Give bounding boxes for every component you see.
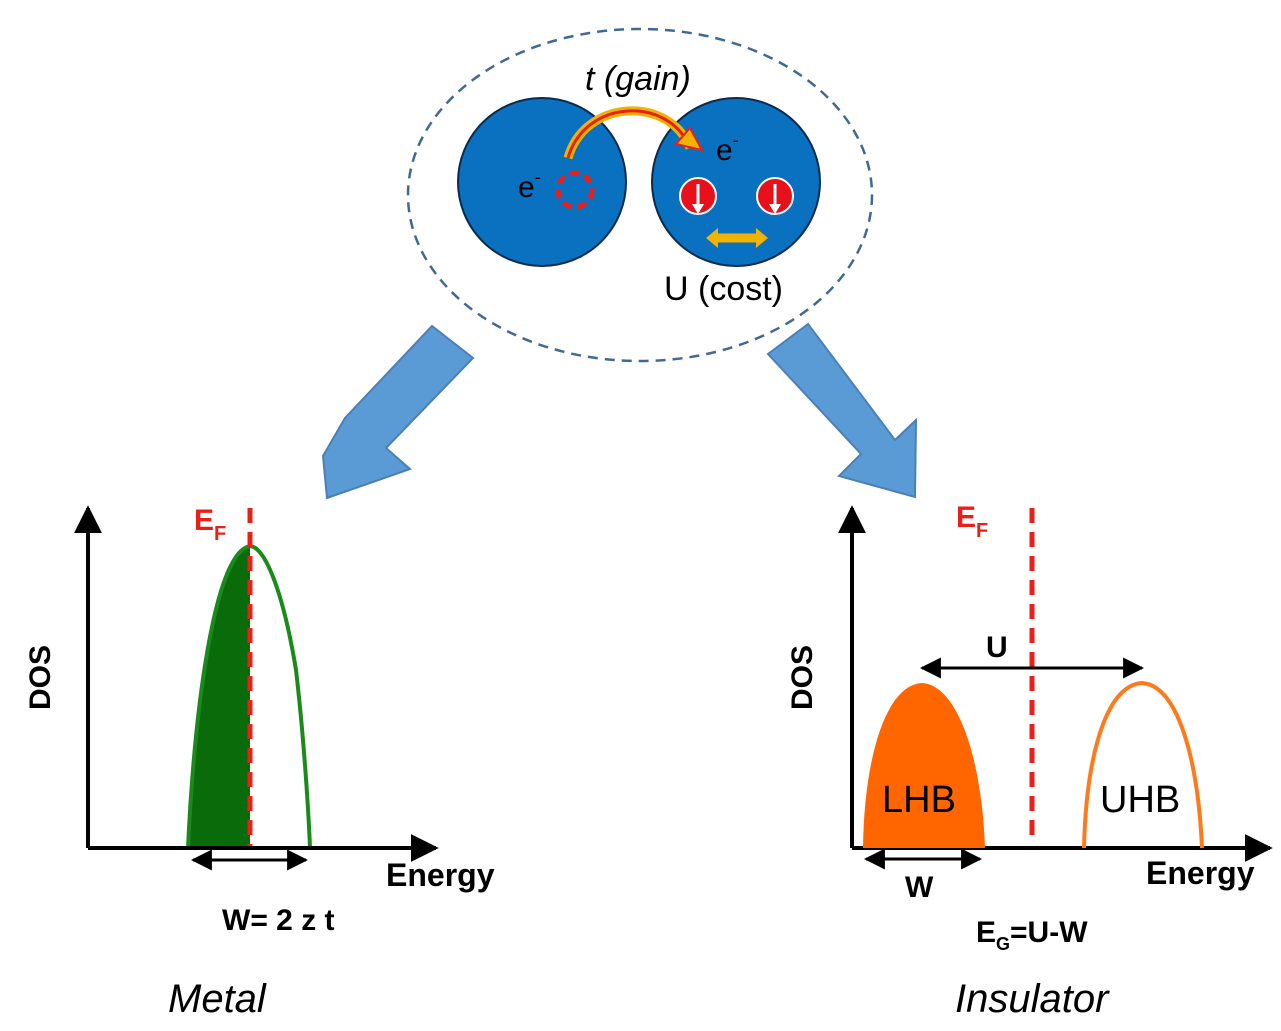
hubbard-u-label: U (986, 631, 1008, 664)
metal-fermi-label: EF (194, 504, 226, 545)
insulator-x-axis-label: Energy (1146, 855, 1255, 891)
hopping-arrow-outline (566, 109, 692, 159)
repulsion-label: U (cost) (664, 270, 783, 308)
metal-panel: EF DOS Energy W= 2 z t Metal (24, 504, 495, 1021)
insulator-panel: LHB UHB EF U DOS Energy W EG=U-W Insulat… (786, 501, 1273, 1021)
insulator-y-axis-label: DOS (786, 645, 819, 710)
right-electron-label: e- (716, 130, 739, 167)
metal-band-outline (186, 544, 312, 849)
lhb-label: LHB (882, 779, 956, 821)
insulator-fermi-label: EF (956, 501, 988, 542)
metal-filled-band (188, 547, 250, 848)
insulator-bandwidth-label: W (905, 871, 934, 904)
metal-x-axis-label: Energy (386, 857, 495, 893)
spin-down-electron-1 (679, 177, 717, 215)
metal-y-axis-label: DOS (24, 645, 57, 710)
lower-hubbard-band (863, 683, 985, 848)
metal-caption: Metal (168, 977, 267, 1021)
big-arrow-to-metal (321, 324, 475, 500)
spin-down-electron-2 (756, 177, 794, 215)
insulator-caption: Insulator (955, 977, 1110, 1021)
gap-label: EG=U-W (976, 916, 1088, 954)
hopping-label: t (gain) (585, 60, 691, 98)
big-arrow-to-insulator (766, 322, 918, 499)
upper-hubbard-band (1082, 680, 1204, 849)
hopping-arrow-head (674, 126, 704, 152)
repulsion-double-arrow (706, 228, 768, 248)
two-site-cluster: t (gain) e- e- U (cost) (406, 27, 874, 363)
cluster-dashed-boundary (406, 27, 874, 363)
left-atom (457, 97, 627, 267)
uhb-label: UHB (1100, 779, 1180, 821)
metal-bandwidth-label: W= 2 z t (222, 904, 335, 937)
hole-dashed-circle (555, 170, 595, 210)
left-electron-label: e- (518, 167, 541, 204)
